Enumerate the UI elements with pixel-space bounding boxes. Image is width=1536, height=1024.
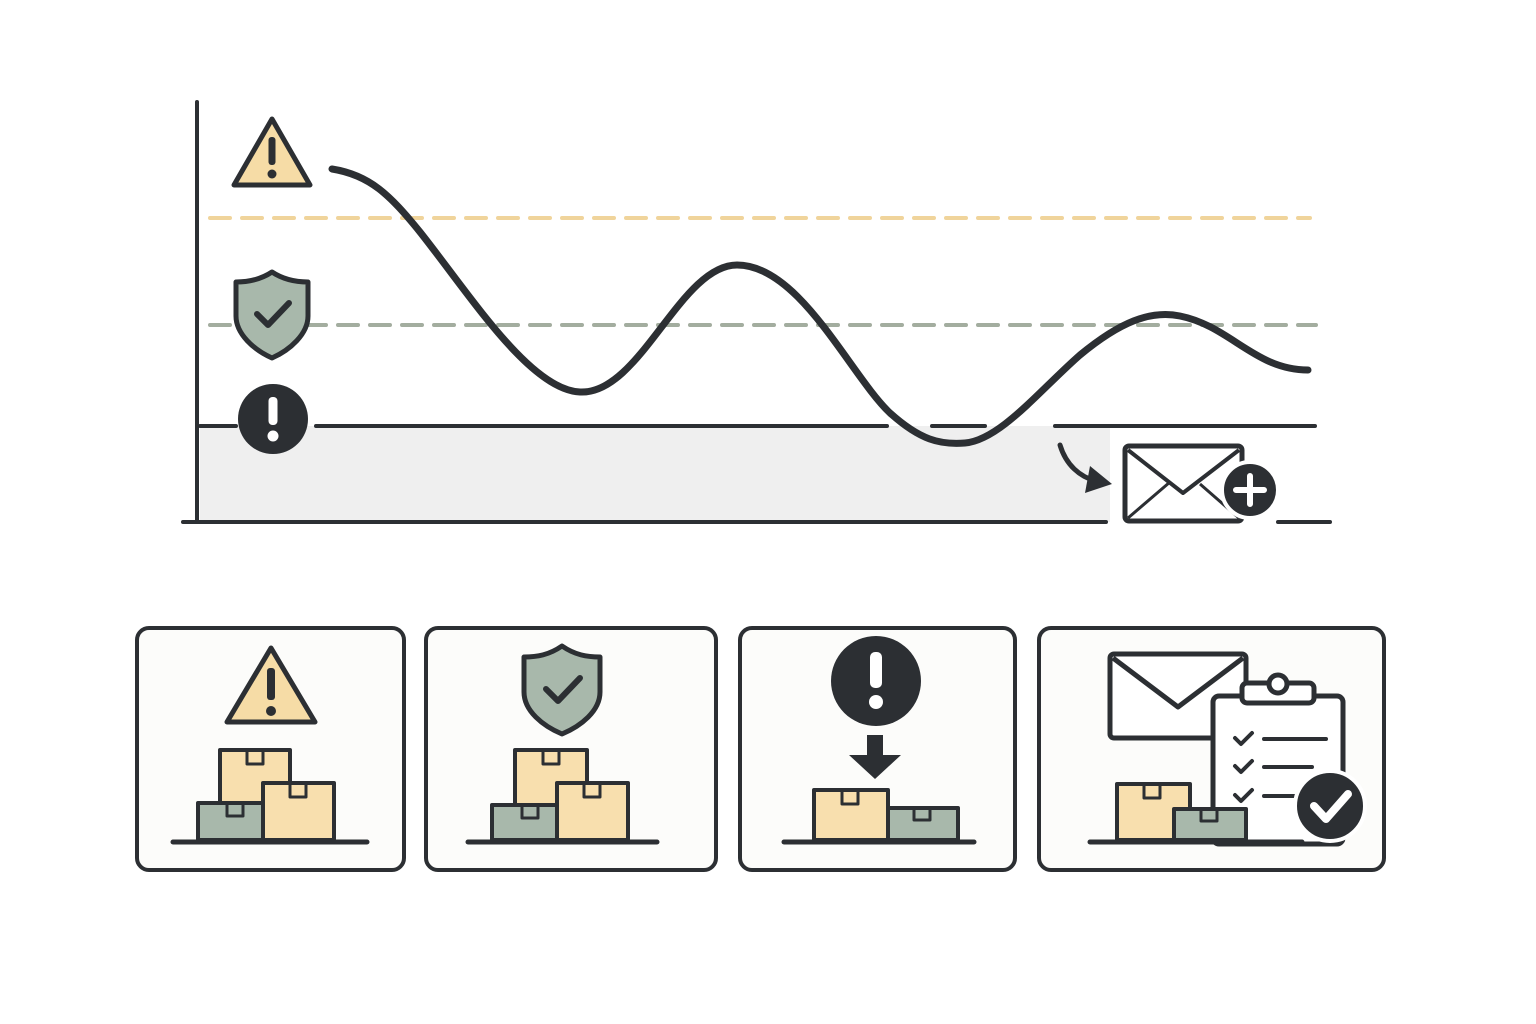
stage-panel-reorder[interactable]: [1037, 626, 1386, 872]
stock-level-line: [328, 165, 1312, 447]
stacked-boxes-icon: [490, 748, 630, 842]
shield-check-icon: [521, 643, 603, 737]
stage-panel-safe[interactable]: [424, 626, 718, 872]
check-circle-icon: [1293, 769, 1367, 843]
down-arrow-icon: [849, 735, 901, 779]
reorder-arrow-icon: [1057, 442, 1112, 493]
stage-panel-critical[interactable]: [738, 626, 1017, 872]
warning-triangle-icon: [231, 116, 313, 188]
stage-panel-warning[interactable]: [135, 626, 406, 872]
envelope-plus-icon[interactable]: [1122, 443, 1280, 524]
warning-triangle-icon: [224, 645, 318, 725]
exclamation-circle-icon: [238, 384, 308, 454]
exclamation-circle-icon: [831, 636, 921, 726]
stock-level-chart: [181, 100, 1332, 524]
shield-check-icon: [233, 269, 311, 361]
stage-panels: [135, 626, 1386, 872]
